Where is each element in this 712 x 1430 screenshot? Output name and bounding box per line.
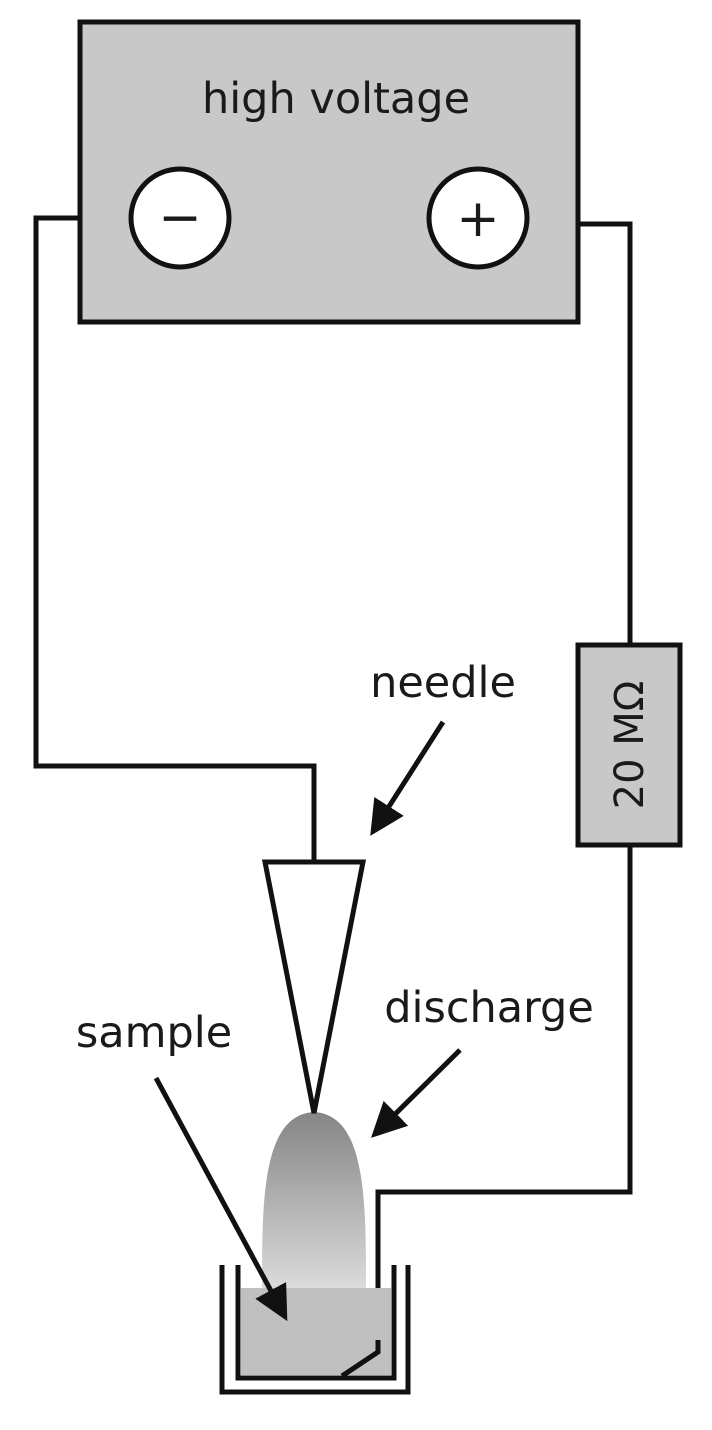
counter-electrode-tip [340,1340,381,1379]
resistor-box [575,642,683,848]
discharge-arrow [371,1048,462,1138]
high-voltage-supply: high voltage − + [77,19,581,325]
positive-wire-lower [375,845,633,1340]
negative-wire [33,215,317,862]
resistor-label: 20 MΩ [607,681,653,810]
discharge-plume [262,1112,366,1290]
negative-terminal-symbol: − [158,188,202,248]
sample-label: sample [76,1008,232,1058]
needle-label: needle [370,658,516,708]
positive-wire-upper [578,221,633,645]
power-supply-box [77,19,581,325]
container-inner-wall [235,1265,397,1381]
negative-terminal: − [128,166,232,270]
container-outer-wall [219,1265,411,1395]
sample-arrow [153,1076,288,1322]
resistor: 20 MΩ [575,642,683,848]
discharge-label: discharge [384,983,594,1033]
positive-terminal-symbol: + [456,189,500,249]
needle-arrow [370,720,446,836]
positive-terminal: + [426,166,530,270]
needle [261,859,367,1114]
sample-liquid [241,1288,391,1375]
power-supply-title: high voltage [202,74,470,124]
sample-container [219,1265,411,1395]
